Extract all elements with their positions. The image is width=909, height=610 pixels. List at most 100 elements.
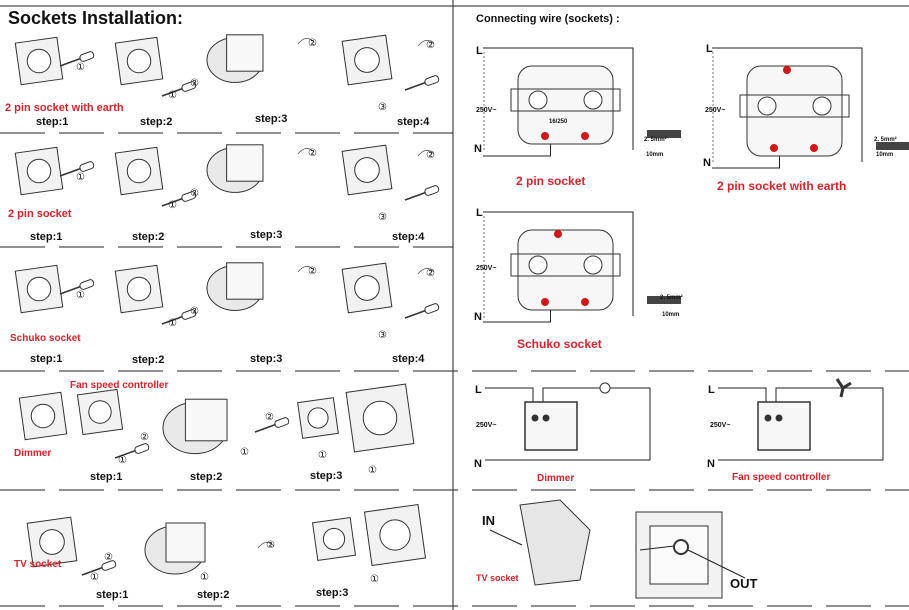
step-callout: ② — [190, 78, 199, 89]
cover-plate-outlet — [362, 400, 398, 436]
row4-step2: step:2 — [190, 471, 222, 483]
schuko-pin-hole — [528, 255, 548, 275]
voltage-label: 250V~ — [710, 422, 730, 429]
tv-in-cable — [489, 529, 523, 546]
wire-section: 2. 5mm² — [874, 136, 897, 143]
two-pin-earth-pin-hole — [757, 96, 777, 116]
wire-section: 2. 5mm² — [660, 294, 683, 301]
two-pin-earth-terminal — [770, 144, 778, 152]
screwdriver — [59, 57, 83, 67]
row1-step1: step:1 — [36, 116, 68, 128]
screwdriver-handle — [424, 185, 440, 196]
mounting-box-mechanism — [226, 144, 264, 182]
fan-controller-terminal — [775, 414, 783, 422]
dimmer-terminal — [531, 414, 539, 422]
socket-plate-outlet — [354, 157, 380, 183]
screwdriver — [114, 449, 138, 459]
step-callout: ① — [368, 465, 377, 476]
step-callout: ① — [76, 62, 85, 73]
row2-label: 2 pin socket — [8, 208, 72, 220]
fan-controller-terminal — [764, 414, 772, 422]
row4-label-dimmer: Dimmer — [14, 448, 51, 459]
mounting-box-mechanism — [165, 522, 206, 563]
fan-controller-wiring — [718, 387, 884, 461]
screwdriver — [161, 197, 185, 207]
step-callout: ① — [90, 572, 99, 583]
socket-plate-outlet — [126, 158, 152, 184]
two-pin-earth-pin-hole — [812, 96, 832, 116]
screwdriver-handle — [101, 560, 117, 571]
two-pin-earth-caption: 2 pin socket with earth — [717, 179, 846, 193]
row4-step3: step:3 — [310, 470, 342, 482]
n-label: N — [474, 458, 482, 470]
dimmer-terminal — [542, 414, 550, 422]
step-callout: ① — [168, 90, 177, 101]
row5-step2: step:2 — [197, 589, 229, 601]
l-label: L — [476, 207, 483, 219]
schuko-terminal-bar — [510, 253, 621, 277]
step-callout: ③ — [378, 102, 387, 113]
schuko-cable — [647, 296, 681, 304]
screwdriver — [81, 566, 105, 576]
voltage-label: 250V~ — [476, 422, 496, 429]
step-callout: ② — [190, 188, 199, 199]
screwdriver-handle — [424, 75, 440, 86]
schuko-socket-body — [517, 229, 614, 311]
row4-label-fan: Fan speed controller — [70, 380, 168, 391]
screwdriver — [404, 191, 428, 201]
step-callout: ② — [190, 306, 199, 317]
rotate-arrow — [417, 150, 435, 157]
schuko-earth-terminal — [554, 230, 562, 238]
tv-coax-outlet — [673, 539, 689, 555]
step-callout: ② — [266, 540, 275, 551]
schuko-terminal — [581, 298, 589, 306]
two-pin-socket-body — [517, 65, 614, 145]
voltage-label: 250V~ — [705, 107, 725, 114]
fan-controller-plate-outlet — [88, 400, 112, 424]
tv-cable — [639, 545, 675, 551]
dimmer-mechanism-outlet — [307, 407, 329, 429]
l-label: L — [475, 384, 482, 396]
dimmer-body — [524, 401, 578, 451]
row3-step3: step:3 — [250, 353, 282, 365]
strip-length: 10mm — [662, 312, 679, 318]
two-pin-earth-terminal — [810, 144, 818, 152]
rotate-arrow — [257, 542, 275, 549]
step-callout: ① — [240, 447, 249, 458]
step-callout: ① — [168, 318, 177, 329]
step-callout: ① — [76, 172, 85, 183]
row3-label: Schuko socket — [10, 333, 81, 344]
row2-step1: step:1 — [30, 231, 62, 243]
l-label: L — [708, 384, 715, 396]
row5-label: TV socket — [14, 559, 62, 570]
rotate-arrow — [417, 268, 435, 275]
dimmer-caption: Dimmer — [537, 473, 574, 484]
schuko-live-wire — [483, 211, 634, 316]
screwdriver — [161, 315, 185, 325]
row2-step3: step:3 — [250, 229, 282, 241]
screwdriver — [59, 167, 83, 177]
strip-length: 10mm — [646, 152, 663, 158]
rotate-arrow — [297, 148, 315, 155]
screwdriver-handle — [181, 309, 197, 320]
row2-step4: step:4 — [392, 231, 425, 243]
n-label: N — [474, 143, 482, 155]
socket-rating: 16/250 — [549, 119, 568, 125]
n-label: N — [707, 458, 715, 470]
schuko-pin-hole — [583, 255, 603, 275]
tv-out-pointer — [687, 549, 746, 579]
voltage-label: 250V~ — [476, 265, 496, 272]
row1-step3: step:3 — [255, 113, 287, 125]
step-callout: ② — [308, 148, 317, 159]
socket-plate-outlet — [354, 275, 380, 301]
tv-socket-plate-outlet — [39, 529, 65, 555]
rotate-arrow — [417, 40, 435, 47]
two-pin-earth-earth-terminal — [783, 66, 791, 74]
fan-caption: Fan speed controller — [732, 472, 830, 483]
strip-length: 10mm — [876, 152, 893, 158]
row5-step1: step:1 — [96, 589, 128, 601]
step-callout: ② — [308, 266, 317, 277]
two-pin-terminal — [541, 132, 549, 140]
